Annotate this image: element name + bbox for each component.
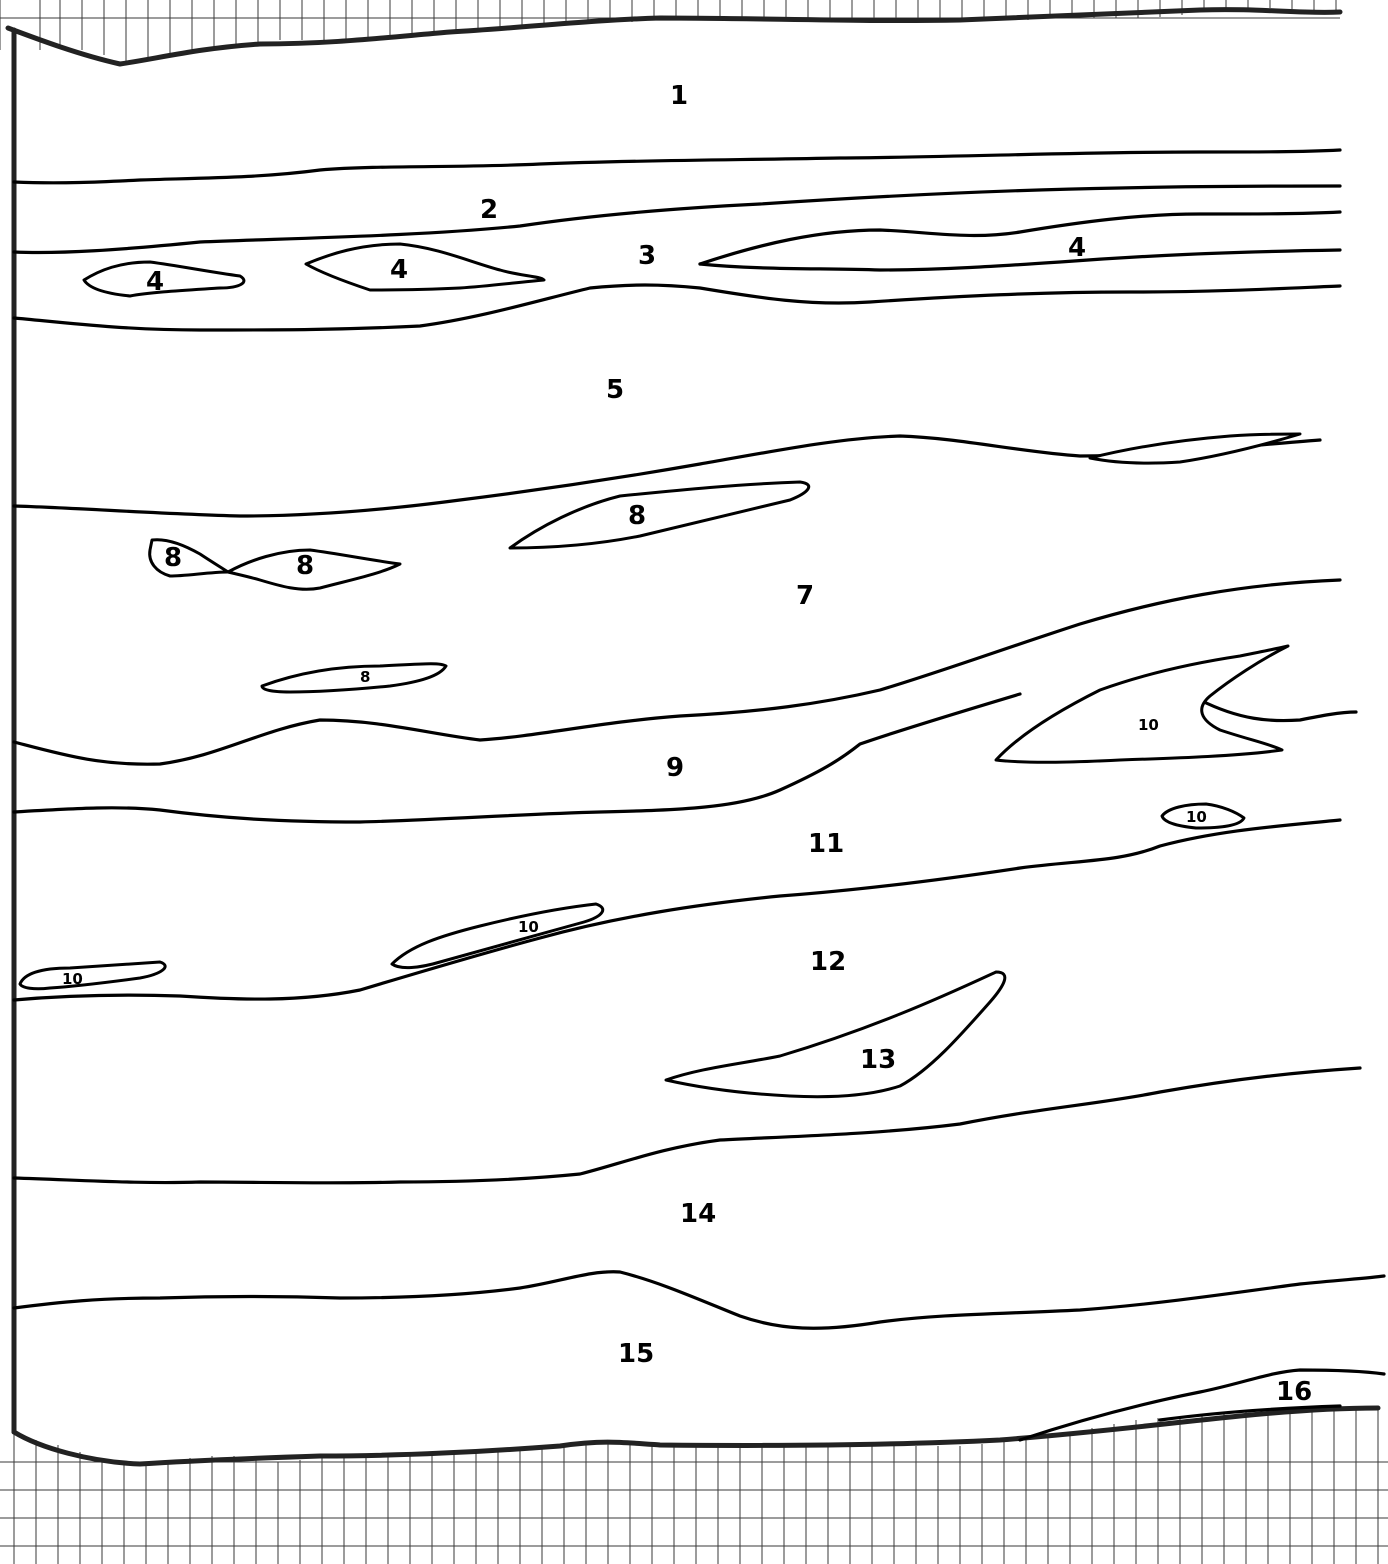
boundary-9-11	[14, 694, 1020, 822]
boundary-9-10-right	[1200, 700, 1356, 721]
label-14: 14	[680, 1199, 716, 1229]
lens-10-center	[392, 904, 603, 968]
label-13: 13	[860, 1045, 896, 1075]
label-9: 9	[666, 753, 684, 783]
label-7: 7	[796, 581, 814, 611]
lens-6	[1090, 434, 1300, 463]
graph-paper-grid-bottom	[0, 1406, 1388, 1564]
lens-8-lower	[262, 664, 446, 692]
lens-4-middle	[306, 244, 544, 290]
label-3: 3	[638, 241, 656, 271]
label-8b: 8	[296, 551, 314, 581]
boundary-4-lower	[700, 250, 1340, 270]
label-8d: 8	[360, 668, 370, 686]
lens-8-left-a	[150, 540, 228, 576]
label-10c: 10	[518, 918, 539, 936]
boundary-2-3	[14, 186, 1340, 253]
label-5: 5	[606, 375, 624, 405]
lens-13	[666, 972, 1005, 1097]
label-4c: 4	[1068, 233, 1086, 263]
label-10b: 10	[1186, 808, 1207, 826]
label-4a: 4	[146, 267, 164, 297]
boundary-11-12	[14, 820, 1340, 1000]
label-15: 15	[618, 1339, 654, 1369]
lenses	[20, 244, 1300, 1097]
label-2: 2	[480, 195, 498, 225]
label-10d: 10	[62, 970, 83, 988]
label-16: 16	[1276, 1377, 1312, 1407]
boundary-14-15	[14, 1272, 1384, 1328]
label-1: 1	[670, 81, 688, 111]
lens-10-left	[20, 962, 165, 989]
layer-boundaries	[14, 150, 1384, 1440]
label-8c: 8	[628, 501, 646, 531]
boundary-3-5	[14, 285, 1340, 330]
label-4b: 4	[390, 255, 408, 285]
label-10a: 10	[1138, 716, 1159, 734]
label-12: 12	[810, 947, 846, 977]
label-8a: 8	[164, 543, 182, 573]
boundary-1-2	[14, 150, 1340, 183]
lens-10-right	[996, 646, 1288, 762]
lens-8-center	[510, 482, 809, 548]
label-11: 11	[808, 829, 844, 859]
boundary-3-4-upper	[700, 212, 1340, 264]
